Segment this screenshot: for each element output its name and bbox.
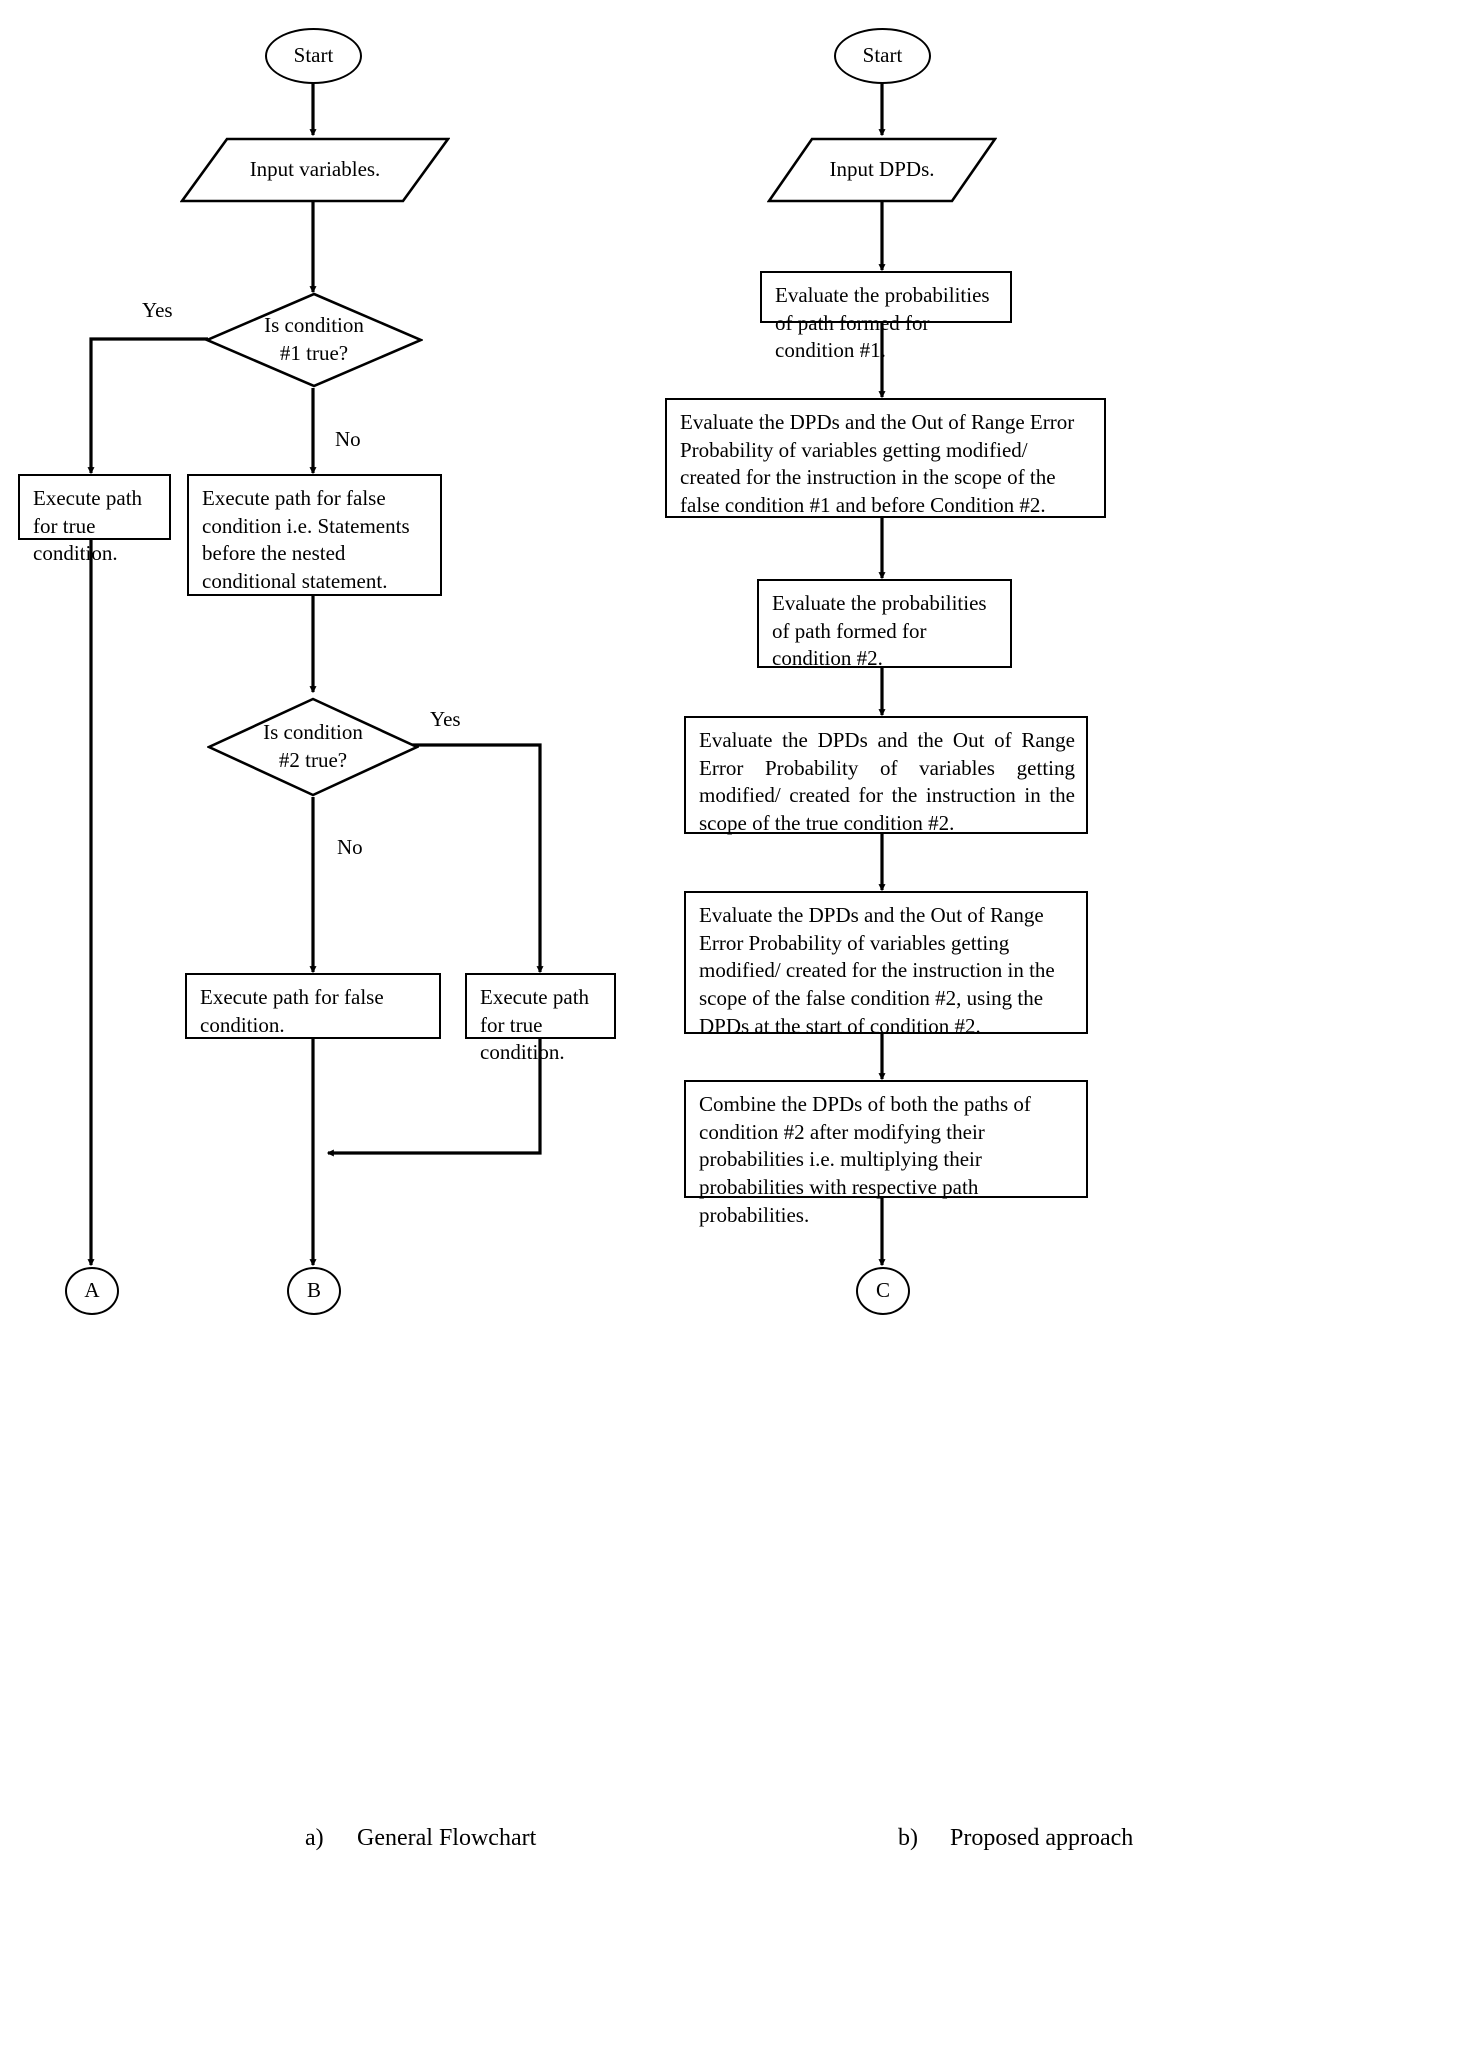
edge-label-cond2-no: No [337, 835, 363, 859]
edge-label-cond2-yes: Yes [430, 707, 461, 731]
node-label: Start [862, 43, 903, 68]
node-execute-false-condition-1: Execute path for false condition i.e. St… [187, 474, 442, 596]
node-label: Execute path for false condition. [200, 985, 384, 1037]
node-label: Combine the DPDs of both the paths of co… [699, 1092, 1031, 1227]
node-label: Is condition #1 true? [205, 312, 423, 367]
node-start-b: Start [834, 28, 931, 84]
diamond-shape [205, 292, 423, 388]
node-label: Input variables. [249, 157, 381, 182]
node-label: Is condition #2 true? [207, 719, 419, 774]
node-decision-condition-2: Is condition #2 true? [207, 697, 419, 797]
node-input-variables: Input variables. [180, 137, 450, 203]
node-evaluate-dpds-false-cond2: Evaluate the DPDs and the Out of Range E… [684, 891, 1088, 1038]
caption-a-text: General Flowchart [357, 1825, 537, 1851]
decision-line-1: Is condition [263, 720, 363, 745]
node-decision-condition-1: Is condition #1 true? [205, 292, 423, 388]
node-label: A [84, 1278, 100, 1303]
caption-b-marker: b) [898, 1825, 918, 1851]
node-label: Evaluate the probabilities of path forme… [772, 591, 987, 671]
parallelogram-shape [767, 137, 997, 203]
caption-a-marker: a) [305, 1825, 324, 1851]
decision-line-1: Is condition [264, 313, 364, 338]
node-evaluate-path-probabilities-cond2: Evaluate the probabilities of path forme… [757, 579, 1012, 670]
diamond-shape [207, 697, 419, 797]
node-label: Execute path for true condition. [480, 985, 590, 1065]
edge-true2-merge [326, 1038, 542, 1157]
node-label: Evaluate the DPDs and the Out of Range E… [680, 410, 1075, 518]
edge-label-cond1-yes: Yes [142, 298, 173, 322]
decision-line-2: #1 true? [279, 341, 349, 365]
decision-line-2: #2 true? [278, 748, 348, 772]
node-label: Start [293, 43, 334, 68]
node-label: Execute path for true condition. [33, 486, 143, 566]
edge-cond2-yes [406, 743, 544, 974]
node-execute-false-condition-2: Execute path for false condition. [185, 973, 441, 1039]
node-execute-true-condition-2: Execute path for true condition. [465, 973, 616, 1064]
node-evaluate-path-probabilities-cond1: Evaluate the probabilities of path forme… [760, 271, 1012, 362]
node-start-a: Start [265, 28, 362, 84]
node-label: Evaluate the DPDs and the Out of Range E… [699, 903, 1055, 1038]
node-connector-c: C [856, 1267, 910, 1315]
node-input-dpds: Input DPDs. [767, 137, 997, 203]
node-evaluate-dpds-false-cond1: Evaluate the DPDs and the Out of Range E… [665, 398, 1106, 518]
caption-b: b) Proposed approach [898, 1825, 1133, 1852]
caption-b-text: Proposed approach [950, 1825, 1134, 1851]
parallelogram-shape [180, 137, 450, 203]
node-connector-a: A [65, 1267, 119, 1315]
node-label: Evaluate the probabilities of path forme… [775, 283, 990, 363]
caption-a: a) General Flowchart [305, 1825, 536, 1852]
edge-label-cond1-no: No [335, 427, 361, 451]
node-execute-true-condition-1: Execute path for true condition. [18, 474, 171, 565]
node-evaluate-dpds-true-cond2: Evaluate the DPDs and the Out of Range E… [684, 716, 1088, 835]
node-connector-b: B [287, 1267, 341, 1315]
node-label: Input DPDs. [829, 157, 935, 182]
node-combine-dpds: Combine the DPDs of both the paths of co… [684, 1080, 1088, 1227]
node-label: B [306, 1278, 321, 1303]
node-label: Execute path for false condition i.e. St… [202, 486, 410, 594]
edge-cond1-yes [87, 337, 208, 475]
node-label: C [875, 1278, 890, 1303]
node-label: Evaluate the DPDs and the Out of Range E… [699, 728, 1075, 836]
